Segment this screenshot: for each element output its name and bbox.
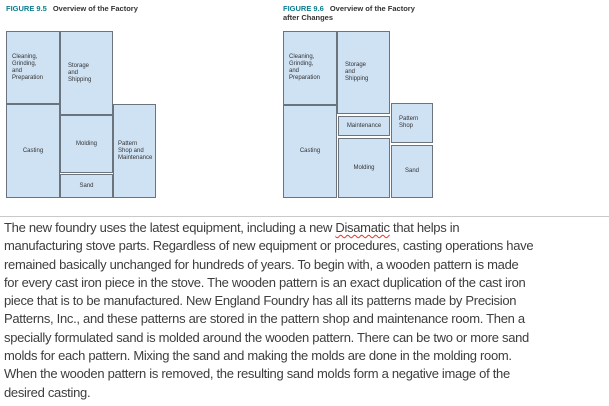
figure-9-5-caption: FIGURE 9.5 Overview of the Factory <box>6 4 138 13</box>
figure-9-5-label: FIGURE 9.5 <box>6 4 47 13</box>
article-text: The new foundry uses the latest equipmen… <box>4 220 336 235</box>
article-line: remained basically unchanged for hundred… <box>4 256 519 272</box>
room-label: Casting <box>22 147 44 154</box>
room-label: Cleaning, Grinding, and Preparation <box>289 54 321 81</box>
figure-9-6-label: FIGURE 9.6 <box>283 4 324 13</box>
horizontal-divider <box>0 216 609 217</box>
room-sand: Sand <box>60 174 113 198</box>
article-body: The new foundry uses the latest equipmen… <box>4 219 604 402</box>
room-casting: Casting <box>6 104 60 198</box>
room-storage-shipping: Storage and Shipping <box>60 31 113 115</box>
room-sand: Sand <box>391 145 433 198</box>
room-label: Molding <box>75 140 97 147</box>
article-line: Patterns, Inc., and these patterns are s… <box>4 311 525 327</box>
factory-layout-diagram-before: Cleaning, Grinding, and Preparation Stor… <box>6 31 156 198</box>
article-line: molds for each pattern. Mixing the sand … <box>4 348 512 364</box>
spellcheck-flagged-word: Disamatic <box>335 220 390 235</box>
article-line: piece that is to be manufactured. New En… <box>4 293 517 309</box>
room-label: Sand <box>404 168 419 174</box>
room-maintenance: Maintenance <box>338 116 390 136</box>
room-label: Maintenance <box>346 122 382 129</box>
room-label: Molding <box>353 164 375 171</box>
room-pattern-shop-maintenance: Pattern Shop and Maintenance <box>113 104 156 198</box>
room-label: Pattern Shop and Maintenance <box>118 140 153 161</box>
article-text: that helps in <box>389 220 460 235</box>
room-label: Pattern Shop <box>399 116 419 129</box>
article-line: desired casting. <box>4 384 91 400</box>
figure-9-5-title-text: Overview of the Factory <box>52 4 138 13</box>
room-label: Casting <box>299 148 321 154</box>
article-line: When the wooden pattern is removed, the … <box>4 366 510 382</box>
article-line: The new foundry uses the latest equipmen… <box>4 219 604 237</box>
room-label: Storage and Shipping <box>68 62 92 83</box>
article-line: specially formulated sand is molded arou… <box>4 329 529 345</box>
figure-9-5: FIGURE 9.5 Overview of the Factory Cleani… <box>6 4 156 198</box>
room-pattern-shop: Pattern Shop <box>391 103 433 143</box>
room-casting: Casting <box>283 105 337 198</box>
factory-layout-diagram-after: Cleaning, Grinding, and Preparation Stor… <box>283 31 433 198</box>
room-label: Storage and Shipping <box>345 62 369 82</box>
room-storage-shipping: Storage and Shipping <box>337 31 390 114</box>
room-label: Sand <box>79 182 94 189</box>
article-line: manufacturing stove parts. Regardless of… <box>4 238 534 254</box>
room-cleaning-grinding-preparation: Cleaning, Grinding, and Preparation <box>6 31 60 104</box>
article-line: for every cast iron piece in the stove. … <box>4 274 526 290</box>
figure-9-6-title-text: Overview of the Factory after Changes <box>283 4 415 22</box>
room-molding: Molding <box>60 115 113 173</box>
room-molding: Molding <box>338 138 390 198</box>
room-cleaning-grinding-preparation: Cleaning, Grinding, and Preparation <box>283 31 337 105</box>
room-label: Cleaning, Grinding, and Preparation <box>12 53 44 81</box>
